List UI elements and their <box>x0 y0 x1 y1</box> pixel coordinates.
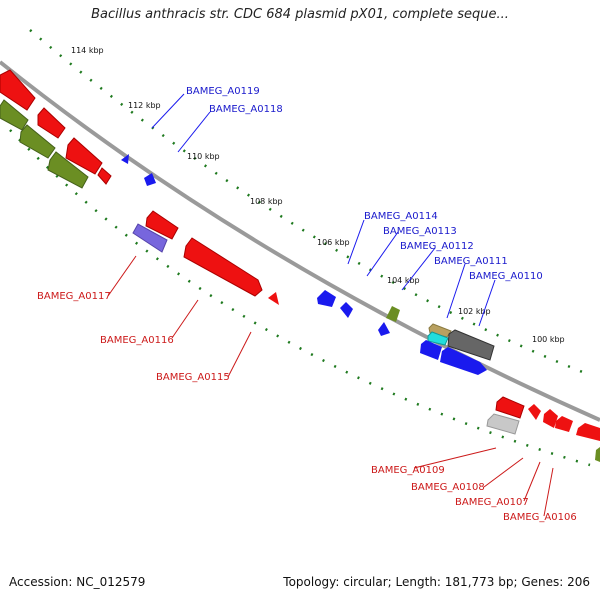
gene-label-forward[interactable]: BAMEG_A0118 <box>209 104 283 115</box>
gene-feature[interactable] <box>317 290 336 307</box>
gene-feature[interactable] <box>47 151 89 189</box>
backbone <box>0 60 600 422</box>
gene-feature[interactable] <box>37 107 66 139</box>
gene-feature[interactable] <box>183 237 263 297</box>
gene-feature[interactable] <box>576 423 600 441</box>
gene-label-reverse[interactable]: BAMEG_A0107 <box>455 497 529 508</box>
gene-feature[interactable] <box>132 223 168 253</box>
tick-label-106: 106 kbp <box>317 238 350 247</box>
gene-feature[interactable] <box>420 340 442 360</box>
gene-label-forward[interactable]: BAMEG_A0119 <box>186 86 260 97</box>
gene-feature[interactable] <box>19 124 56 159</box>
gene-label-reverse[interactable]: BAMEG_A0117 <box>37 291 111 302</box>
gene-feature[interactable] <box>543 409 558 428</box>
gene-feature[interactable] <box>378 322 390 336</box>
gene-feature[interactable] <box>268 292 279 305</box>
gene-label-reverse[interactable]: BAMEG_A0115 <box>156 372 230 383</box>
gene-feature[interactable] <box>144 173 156 186</box>
tick-label-104: 104 kbp <box>387 276 420 285</box>
gene-feature[interactable] <box>386 306 400 322</box>
gene-label-forward[interactable]: BAMEG_A0112 <box>400 241 474 252</box>
tick-label-112: 112 kbp <box>128 101 161 110</box>
gene-feature[interactable] <box>486 413 520 435</box>
gene-feature[interactable] <box>97 167 112 185</box>
forward-leaders <box>151 93 496 327</box>
inner-tick-ring <box>9 129 591 467</box>
reverse-leaders <box>107 255 554 517</box>
gene-feature[interactable] <box>0 69 36 111</box>
tick-label-100: 100 kbp <box>532 335 565 344</box>
accession-text: Accession: NC_012579 <box>9 575 146 589</box>
topology-text: Topology: circular; Length: 181,773 bp; … <box>283 575 590 589</box>
outer-tick-ring <box>29 29 591 377</box>
gene-label-reverse[interactable]: BAMEG_A0109 <box>371 465 445 476</box>
map-title: Bacillus anthracis str. CDC 684 plasmid … <box>91 7 509 22</box>
gene-feature[interactable] <box>447 329 495 361</box>
gene-label-forward[interactable]: BAMEG_A0110 <box>469 271 543 282</box>
gene-label-forward[interactable]: BAMEG_A0113 <box>383 226 457 237</box>
gene-label-reverse[interactable]: BAMEG_A0108 <box>411 482 485 493</box>
gene-feature[interactable] <box>427 331 449 346</box>
gene-feature[interactable] <box>145 210 179 240</box>
tick-label-108: 108 kbp <box>250 197 283 206</box>
gene-feature[interactable] <box>440 347 487 375</box>
gene-label-reverse[interactable]: BAMEG_A0106 <box>503 512 577 523</box>
gene-feature[interactable] <box>595 447 600 462</box>
gene-feature[interactable] <box>340 302 353 318</box>
tick-label-110: 110 kbp <box>187 152 220 161</box>
gene-feature[interactable] <box>0 99 29 131</box>
tick-label-114: 114 kbp <box>71 46 104 55</box>
gene-label-forward[interactable]: BAMEG_A0111 <box>434 256 508 267</box>
tick-label-102: 102 kbp <box>458 307 491 316</box>
gene-feature[interactable] <box>528 404 541 420</box>
gene-feature[interactable] <box>495 396 525 419</box>
gene-feature[interactable] <box>121 154 129 164</box>
gene-feature[interactable] <box>555 416 573 432</box>
feature-group-left <box>0 69 112 189</box>
gene-label-forward[interactable]: BAMEG_A0114 <box>364 211 438 222</box>
gene-feature[interactable] <box>65 137 103 175</box>
gene-label-reverse[interactable]: BAMEG_A0116 <box>100 335 174 346</box>
